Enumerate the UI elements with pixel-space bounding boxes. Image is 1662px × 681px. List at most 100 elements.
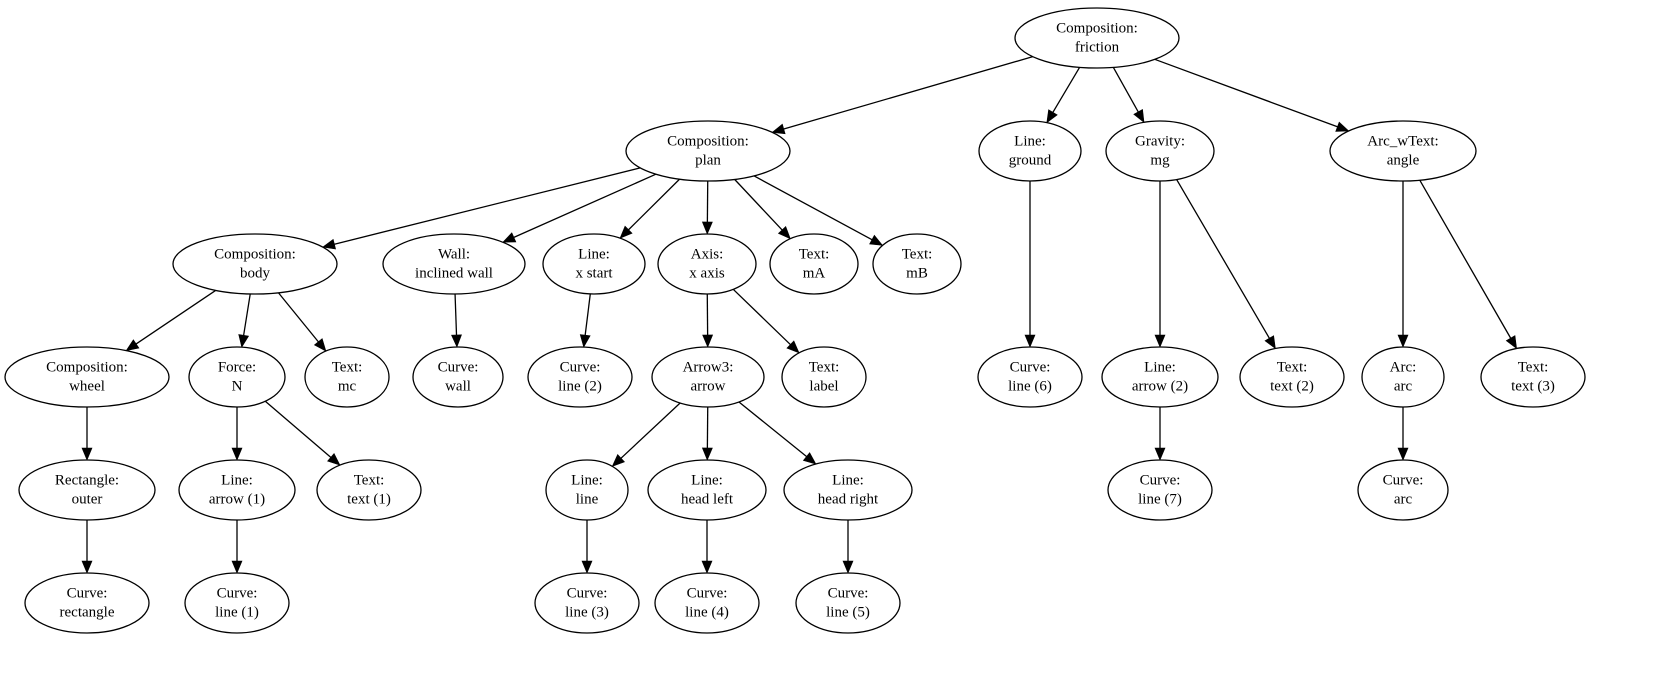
node-label-name: mc: [338, 378, 357, 394]
node-ellipse-shape[interactable]: [872, 233, 962, 295]
node-label-type: Gravity:: [1135, 133, 1185, 149]
graph-node-mB[interactable]: Text: mB: [872, 233, 962, 295]
graph-node-line2[interactable]: Curve:line (2): [527, 346, 633, 408]
graph-node-forceN[interactable]: Force:N: [188, 346, 286, 408]
node-ellipse-shape[interactable]: [977, 346, 1083, 408]
node-ellipse-shape[interactable]: [1361, 346, 1445, 408]
graph-node-line1[interactable]: Curve:line (1): [184, 572, 290, 634]
graph-node-mA[interactable]: Text:mA: [769, 233, 859, 295]
graph-node-mc[interactable]: Text:mc: [304, 346, 390, 408]
node-label-name: body: [240, 265, 271, 281]
node-label-type: Curve:: [438, 359, 479, 375]
node-ellipse-shape[interactable]: [545, 459, 629, 521]
node-ellipse-shape[interactable]: [4, 346, 170, 408]
graph-node-arrow2[interactable]: Line:arrow (2): [1101, 346, 1219, 408]
graph-node-body[interactable]: Composition:body: [172, 233, 338, 295]
node-ellipse-shape[interactable]: [382, 233, 526, 295]
node-ellipse-shape[interactable]: [651, 346, 765, 408]
graph-node-headleft[interactable]: Line:head left: [647, 459, 767, 521]
graph-node-curvearc[interactable]: Curve:arc: [1357, 459, 1449, 521]
node-ellipse-shape[interactable]: [188, 346, 286, 408]
node-ellipse-shape[interactable]: [542, 233, 646, 295]
node-label-name: x axis: [689, 265, 725, 281]
graph-node-line7[interactable]: Curve:line (7): [1107, 459, 1213, 521]
graph-node-inclinedwall[interactable]: Wall:inclined wall: [382, 233, 526, 295]
node-label-type: Curve:: [687, 585, 728, 601]
node-ellipse-shape[interactable]: [1357, 459, 1449, 521]
node-ellipse-shape[interactable]: [783, 459, 913, 521]
node-label-name: head left: [681, 491, 734, 507]
node-ellipse-shape[interactable]: [172, 233, 338, 295]
graph-node-label[interactable]: Text:label: [781, 346, 867, 408]
graph-node-line4[interactable]: Curve:line (4): [654, 572, 760, 634]
node-ellipse-shape[interactable]: [1239, 346, 1345, 408]
node-ellipse-shape[interactable]: [1329, 120, 1477, 182]
node-label-name: line: [576, 491, 599, 507]
graph-node-line6[interactable]: Curve:line (6): [977, 346, 1083, 408]
node-ellipse-shape[interactable]: [412, 346, 504, 408]
node-ellipse-shape[interactable]: [625, 120, 791, 182]
graph-node-arrow3[interactable]: Arrow3:arrow: [651, 346, 765, 408]
node-ellipse-shape[interactable]: [769, 233, 859, 295]
node-ellipse-shape[interactable]: [1480, 346, 1586, 408]
graph-node-arc[interactable]: Arc:arc: [1361, 346, 1445, 408]
node-ellipse-shape[interactable]: [304, 346, 390, 408]
edge-arrowhead-icon: [1264, 335, 1276, 350]
graph-node-line3[interactable]: Curve:line (3): [534, 572, 640, 634]
graph-node-xaxis[interactable]: Axis:x axis: [657, 233, 757, 295]
graph-node-arrow1[interactable]: Line:arrow (1): [178, 459, 296, 521]
graph-node-text1[interactable]: Text:text (1): [316, 459, 422, 521]
node-ellipse-shape[interactable]: [24, 572, 150, 634]
node-label-type: Curve:: [67, 585, 108, 601]
edge-arrowhead-icon: [701, 560, 713, 574]
node-ellipse-shape[interactable]: [184, 572, 290, 634]
graph-node-text2[interactable]: Text:text (2): [1239, 346, 1345, 408]
node-ellipse-shape[interactable]: [1107, 459, 1213, 521]
node-label-name: label: [809, 378, 838, 394]
graph-node-xstart[interactable]: Line:x start: [542, 233, 646, 295]
graph-node-rectangle[interactable]: Curve:rectangle: [24, 572, 150, 634]
graph-node-text3[interactable]: Text:text (3): [1480, 346, 1586, 408]
node-ellipse-shape[interactable]: [657, 233, 757, 295]
graph-node-wheel[interactable]: Composition:wheel: [4, 346, 170, 408]
graph-node-wall[interactable]: Curve:wall: [412, 346, 504, 408]
graph-node-angle[interactable]: Arc_wText:angle: [1329, 120, 1477, 182]
node-ellipse-shape[interactable]: [1101, 346, 1219, 408]
edge-arrowhead-icon: [1397, 447, 1409, 461]
node-ellipse-shape[interactable]: [1014, 7, 1180, 69]
node-ellipse-shape[interactable]: [1105, 120, 1215, 182]
edge-arrowhead-icon: [313, 338, 327, 352]
graph-node-plan[interactable]: Composition:plan: [625, 120, 791, 182]
node-ellipse-shape[interactable]: [316, 459, 422, 521]
node-label-name: mB: [906, 265, 928, 281]
graph-node-line5[interactable]: Curve:line (5): [795, 572, 901, 634]
edge-arrowhead-icon: [802, 452, 817, 465]
node-ellipse-shape[interactable]: [781, 346, 867, 408]
node-label-name: mA: [803, 265, 826, 281]
node-label-type: Arc:: [1390, 359, 1417, 375]
graph-node-rectouter[interactable]: Rectangle:outer: [18, 459, 156, 521]
node-label-type: Curve:: [560, 359, 601, 375]
node-ellipse-shape[interactable]: [534, 572, 640, 634]
node-ellipse-shape[interactable]: [654, 572, 760, 634]
node-label-name: arc: [1394, 491, 1413, 507]
node-label-name: arrow (1): [209, 491, 265, 507]
graph-node-friction[interactable]: Composition:friction: [1014, 7, 1180, 69]
graph-edge: [135, 289, 217, 345]
graph-node-ground[interactable]: Line:ground: [978, 120, 1082, 182]
node-ellipse-shape[interactable]: [178, 459, 296, 521]
graph-edge: [738, 401, 807, 458]
graph-node-lineline[interactable]: Line:line: [545, 459, 629, 521]
node-ellipse-shape[interactable]: [978, 120, 1082, 182]
node-ellipse-shape[interactable]: [18, 459, 156, 521]
edge-arrowhead-icon: [869, 234, 884, 246]
graph-node-headright[interactable]: Line:head right: [783, 459, 913, 521]
edge-arrowhead-icon: [611, 454, 625, 467]
node-ellipse-shape[interactable]: [647, 459, 767, 521]
graph-edge: [242, 293, 251, 336]
node-ellipse-shape[interactable]: [795, 572, 901, 634]
graph-node-mg[interactable]: Gravity:mg: [1105, 120, 1215, 182]
node-label-type: Text:: [902, 246, 933, 262]
node-ellipse-shape[interactable]: [527, 346, 633, 408]
